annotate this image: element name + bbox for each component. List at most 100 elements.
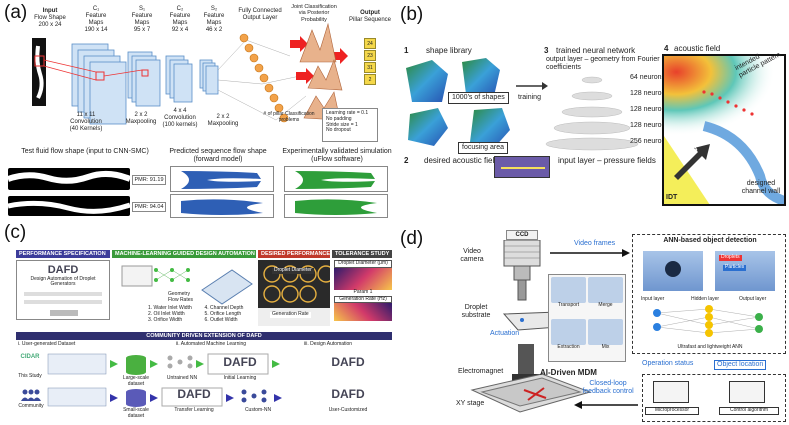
row2-flow <box>47 387 282 407</box>
map-sub: Feature Maps <box>169 12 191 26</box>
object-location-label: Object location <box>714 360 767 371</box>
map-sub: Feature Maps <box>203 12 225 26</box>
spec-list: 1. Water Inlet Width 4. Channel Depth 2.… <box>148 305 258 323</box>
row2-community: Community <box>18 403 44 409</box>
step-2-label: desired acoustic field <box>424 156 499 165</box>
acoustic-field-box <box>494 156 550 178</box>
op-label: Mix <box>601 344 610 350</box>
panel-b-label: (b) <box>400 4 424 25</box>
op-image <box>551 319 586 345</box>
map-title: S₁ <box>138 6 146 12</box>
xy-stage-label: XY stage <box>456 400 485 407</box>
experimental-shape-2 <box>284 194 388 218</box>
step-3-label: trained neural network <box>556 46 636 55</box>
output-cell: 31 <box>364 62 376 73</box>
flow-shape-graphic <box>7 171 132 184</box>
op-l2: Convolution <box>164 114 196 121</box>
row-header-1: Test fluid flow shape (input to CNN-SMC) <box>21 148 149 155</box>
output-title: Output <box>360 10 380 16</box>
camera-graphic <box>503 240 541 301</box>
shapes-badge: 1000's of shapes <box>448 92 509 105</box>
experimental-shape-1 <box>284 166 388 192</box>
pmr-1: PMR: 91.19 <box>132 175 166 185</box>
ann-title: ANN-based object detection <box>663 237 757 244</box>
cidar-logo-1: CIDAR <box>20 354 40 360</box>
shape-library-graphic <box>406 58 510 148</box>
actuation-label: Actuation <box>490 330 520 337</box>
channel-wall-label: designed channel wall <box>741 180 781 196</box>
header-performance: PERFORMANCE SPECIFICATION <box>16 250 110 258</box>
ann-box: ANN-based object detection Droplets Part… <box>632 234 786 354</box>
control-algorithm-icon <box>729 381 765 403</box>
map-dims: 190 x 14 <box>84 26 108 33</box>
test-shape-2 <box>7 196 131 216</box>
ml-area <box>112 260 256 320</box>
op-l3: (100 kernels) <box>162 121 198 128</box>
focus-label: focusing area <box>458 142 509 155</box>
tol-heatmap-1 <box>334 267 392 290</box>
input-dims: 200 x 24 <box>38 22 62 28</box>
map-sub: Feature Maps <box>131 12 153 26</box>
input-sub: Flow Shape <box>34 15 66 21</box>
panel-a: (a) Input Flow Shape 200 x 24 C₁ Feature… <box>0 0 395 220</box>
row2-dafd: DAFD <box>177 387 211 401</box>
op-l3: (40 Kernels) <box>69 125 103 132</box>
spec-form-graphic <box>24 292 102 317</box>
flow-shape-graphic <box>295 171 375 189</box>
step-iii: iii. Design Automation <box>304 341 353 347</box>
geometry-item: Geometry <box>168 291 190 297</box>
op-l1: 11 x 11 <box>76 112 96 118</box>
step-2-num: 2 <box>404 156 409 165</box>
community-icon <box>20 388 42 402</box>
row2-dafd-final: DAFD <box>331 387 365 401</box>
row1-initial: Initial Learning <box>223 375 257 381</box>
op-l1: 2 x 2 <box>216 114 230 120</box>
operation-status-label: Operation status <box>642 360 694 367</box>
header-tolerance: TOLERANCE STUDY <box>332 250 392 258</box>
neurons-64: 64 neurons <box>630 74 666 81</box>
closed-loop-label: Closed-loop feedback control <box>582 380 634 396</box>
generation-rate-label: Generation Rate <box>270 311 311 318</box>
map-title: C₁ <box>92 6 100 12</box>
row-header-3: Experimentally validated simulation (uFl… <box>282 148 392 164</box>
map-heading-4: S₂ Feature Maps 46 x 2 <box>196 6 232 34</box>
community-bar: COMMUNITY DRIVEN EXTENSION OF DAFD <box>16 332 392 340</box>
row1-dafd: DAFD <box>223 355 257 369</box>
tol-label-2: Generation Rate (Hz) <box>334 295 392 304</box>
flow-shape-graphic <box>181 171 261 189</box>
param-line: No padding <box>326 115 352 122</box>
tol-heatmap-2 <box>334 303 392 322</box>
panel-a-label: (a) <box>4 2 28 23</box>
step-4-label: acoustic field <box>674 44 721 53</box>
output-sub: Pillar Sequence <box>348 17 392 23</box>
dafd-logo: DAFD <box>47 264 79 276</box>
step-4-num: 4 <box>664 44 669 53</box>
electromagnet-label: Electromagnet <box>458 368 504 375</box>
param-line: Learning rate = 0.1 <box>326 110 369 116</box>
row1-dataset: Large-scale dataset <box>122 375 150 387</box>
video-frames-label: Video frames <box>574 240 616 247</box>
neurons-128b: 128 neurons <box>630 106 669 113</box>
neurons-256: 256 neurons <box>630 138 669 145</box>
predicted-shape-1 <box>170 166 274 192</box>
output-sequence: 24 23 31 2 <box>364 38 376 85</box>
predicted-shape-2 <box>170 194 274 218</box>
op-mix: Mix <box>588 319 623 359</box>
control-algorithm-label: Control algorithm <box>719 407 779 415</box>
output-cell: 23 <box>364 50 376 61</box>
microprocessor-label: Microprocessor <box>645 407 699 415</box>
op-merge: Merge <box>588 277 623 317</box>
panel-c: (c) PERFORMANCE SPECIFICATION MACHINE-LE… <box>0 222 395 425</box>
controller-box: Microprocessor Control algorithm <box>642 374 786 422</box>
header-desired: DESIRED PERFORMANCE <box>258 250 330 258</box>
microprocessor-icon <box>653 381 689 403</box>
map-heading-2: S₁ Feature Maps 95 x 7 <box>124 6 160 34</box>
map-dims: 46 x 2 <box>205 26 223 33</box>
row1-dafd-final: DAFD <box>331 355 365 369</box>
flow-shape-graphic <box>295 199 377 215</box>
flow-shape-graphic <box>181 199 263 215</box>
op-label: Transport <box>557 302 580 308</box>
step-3-sub: output layer – geometry from Fourier coe… <box>546 56 660 72</box>
classif-label: # of pillar Classification problems <box>263 111 315 123</box>
spec-item: 6. Outlet Width <box>204 316 238 323</box>
